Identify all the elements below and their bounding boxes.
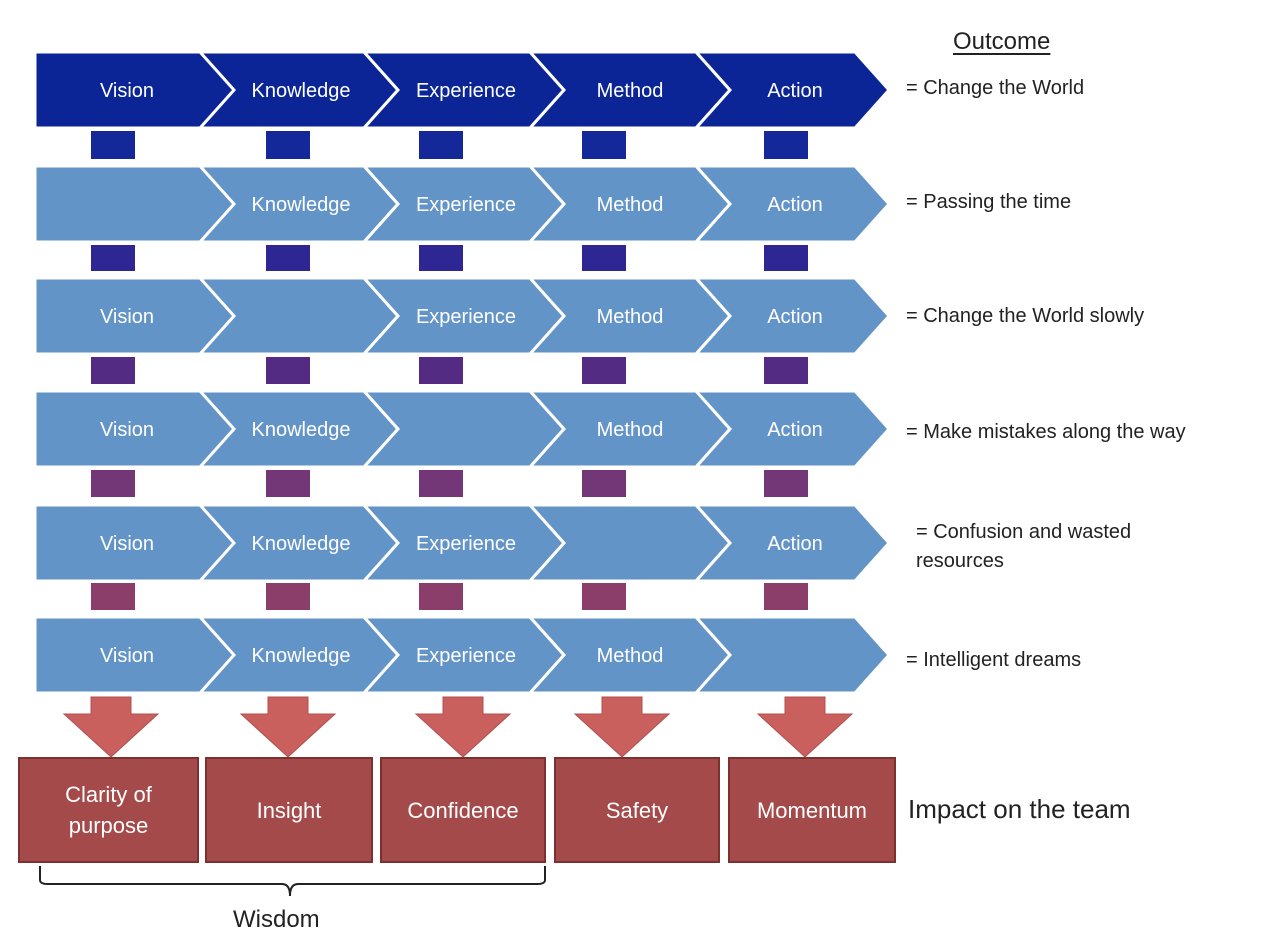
- row-connector: [91, 245, 135, 271]
- chevron-row: Vision Knowledge Experience Method Action: [33, 50, 892, 130]
- chevron-row: Vision Knowledge Experience Action: [33, 503, 892, 583]
- chevron-label: Knowledge: [252, 533, 351, 555]
- row-connector: [266, 583, 310, 610]
- chevron-label: Knowledge: [252, 645, 351, 667]
- impact-label: Impact on the team: [908, 794, 1131, 824]
- chevron-label: Method: [597, 645, 664, 667]
- chevron-step: [692, 503, 892, 583]
- row-connector: [419, 131, 463, 159]
- row-connector: [419, 583, 463, 610]
- chevron-row: Vision Knowledge Experience Method: [33, 615, 892, 695]
- row-connector: [764, 470, 808, 497]
- chevron-label: Method: [597, 306, 664, 328]
- chevron-step: [692, 50, 892, 130]
- chevron-label: Knowledge: [252, 419, 351, 441]
- down-arrow: [756, 696, 854, 758]
- row-connector: [582, 583, 626, 610]
- chevron-label: Action: [767, 194, 823, 216]
- chevron-row: Knowledge Experience Method Action: [33, 164, 892, 244]
- down-arrows: [62, 696, 854, 758]
- row-connector: [91, 131, 135, 159]
- chevron-label: Vision: [100, 306, 154, 328]
- row-connector: [764, 357, 808, 384]
- outcome-heading: Outcome: [953, 28, 1051, 55]
- impact-box-clarity: Clarity of purpose: [18, 757, 199, 863]
- row-connector: [91, 583, 135, 610]
- outcome-text: = Change the World slowly: [906, 305, 1145, 327]
- impact-box-insight: Insight: [205, 757, 373, 863]
- chevron-label: Action: [767, 80, 823, 102]
- row-connector: [266, 470, 310, 497]
- row-connector: [91, 357, 135, 384]
- row-connector: [582, 357, 626, 384]
- chevron-step: [692, 276, 892, 356]
- row-connectors: [91, 131, 808, 610]
- chevron-label: Vision: [100, 645, 154, 667]
- row-connector: [582, 245, 626, 271]
- chevron-label: Vision: [100, 80, 154, 102]
- chevron-label: Vision: [100, 419, 154, 441]
- row-connector: [266, 131, 310, 159]
- chevron-label: Action: [767, 533, 823, 555]
- wisdom-brace: [39, 866, 546, 897]
- outcome-text: = Make mistakes along the way: [906, 421, 1186, 443]
- chevron-step: [33, 164, 238, 244]
- row-connector: [582, 470, 626, 497]
- row-connector: [764, 131, 808, 159]
- row-connector: [764, 583, 808, 610]
- row-connector: [419, 357, 463, 384]
- chevron-label: Method: [597, 194, 664, 216]
- chevron-label: Experience: [416, 80, 516, 102]
- chevron-step: [692, 615, 892, 695]
- row-connector: [266, 357, 310, 384]
- row-connector: [582, 131, 626, 159]
- row-connector: [266, 245, 310, 271]
- row-connector: [419, 470, 463, 497]
- outcome-text: = Passing the time: [906, 191, 1072, 213]
- chevron-label: Method: [597, 419, 664, 441]
- chevron-label: Action: [767, 306, 823, 328]
- outcome-text: = Intelligent dreams: [906, 649, 1082, 671]
- chevron-label: Knowledge: [252, 80, 351, 102]
- chevron-label: Vision: [100, 533, 154, 555]
- chevron-label: Method: [597, 80, 664, 102]
- chevron-step: [692, 389, 892, 469]
- impact-box-momentum: Momentum: [728, 757, 896, 863]
- row-connector: [419, 245, 463, 271]
- impact-box-safety: Safety: [554, 757, 720, 863]
- row-connector: [764, 245, 808, 271]
- chevron-label: Experience: [416, 194, 516, 216]
- chevron-step: [692, 164, 892, 244]
- down-arrow: [62, 696, 160, 758]
- outcome-text: = Change the World: [906, 77, 1085, 99]
- chevron-label: Experience: [416, 645, 516, 667]
- impact-box-confidence: Confidence: [380, 757, 546, 863]
- chevron-label: Experience: [416, 306, 516, 328]
- outcome-text: = Confusion and wasted resources: [916, 521, 1132, 572]
- down-arrow: [414, 696, 512, 758]
- down-arrow: [573, 696, 671, 758]
- chevron-label: Knowledge: [252, 194, 351, 216]
- wisdom-label: Wisdom: [233, 906, 320, 933]
- chevron-label: Action: [767, 419, 823, 441]
- chevron-label: Experience: [416, 533, 516, 555]
- down-arrow: [239, 696, 337, 758]
- chevron-row: Vision Experience Method Action: [33, 276, 892, 356]
- chevron-row: Vision Knowledge Method Action: [33, 389, 892, 469]
- row-connector: [91, 470, 135, 497]
